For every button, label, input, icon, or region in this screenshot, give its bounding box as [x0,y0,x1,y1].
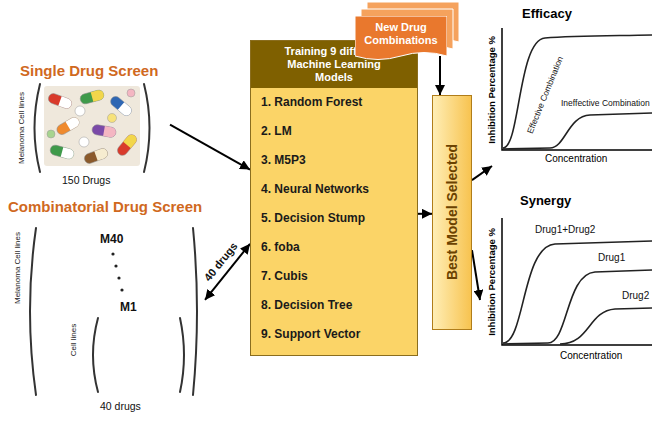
flow-arrow [439,56,441,95]
count-label: 150 Drugs [62,174,110,187]
chart-title: Synergy [520,193,571,209]
flow-arrow [472,250,480,300]
response-curve [503,270,652,344]
ellipsis-dot [111,252,114,255]
pill-photo [91,89,105,102]
panel-heading: Combinatorial Drug Screen [8,198,202,216]
list-item: 4. Neural Networks [251,175,417,204]
bracket [193,228,197,395]
document-shape [355,16,447,60]
list-item: 9. Support Vector [251,320,417,349]
axis-title: Concentration [560,350,622,362]
document-label: New Drug Combinations [355,16,447,47]
chart-axis [502,28,652,345]
pill-photo [123,133,138,149]
pill-photo [79,137,89,147]
list-item: 5. Decision Stump [251,204,417,233]
axis-title: Concentration [545,153,607,165]
pill-photo [115,133,138,158]
pill-photo [94,147,109,161]
axis-title: Inhibition Percentage % [486,228,497,336]
pill-photo [55,116,81,137]
axis-label: Melanoma Cell lines [13,232,23,304]
list-item: 8. Decision Tree [251,291,417,320]
pill-photo [103,126,117,138]
list-item: 6. foba [251,233,417,262]
list-item: 1. Random Forest [251,88,417,117]
row-label: M1 [120,300,137,314]
count-label: 40 drugs [100,400,141,413]
chart-panel: EfficacyInhibition Percentage % Concentra… [480,4,655,166]
curve-label: Ineffective Combination [561,98,650,108]
response-curve [560,308,652,344]
curve-label: Effective Combination [525,55,565,135]
list-item: 2. LM [251,117,417,146]
pill-photo [79,89,105,105]
ellipsis-dot [120,288,123,291]
pill-photo [79,89,105,105]
list-item: 3. M5P3 [251,146,417,175]
chart-axis [502,28,652,150]
pill-photo [127,89,135,97]
pill-photo [83,147,109,165]
bracket [144,84,150,172]
axis-title: Inhibition Percentage % [486,36,497,144]
chart-axis [502,218,652,345]
curve-label: Drug1+Drug2 [535,224,595,236]
pill-photo [47,130,55,138]
pill-photo [58,96,73,110]
pill-photo [49,144,75,160]
ellipsis-dot [114,264,117,267]
panel-heading: Single Drug Screen [20,62,158,80]
pill-photo [44,86,140,166]
pill-photo [44,86,140,166]
curve-label: Drug2 [622,290,649,302]
document-stack: New Drug Combinations [355,16,447,62]
pill-photo [47,92,73,110]
pill-photo [91,124,116,138]
bracket [93,318,98,392]
pill-photo [108,114,117,123]
flow-arrow [170,125,250,170]
screen-panel: Combinatorial Drug ScreenMelanoma Cell l… [5,196,205,418]
bracket [30,84,197,395]
bracket [180,318,184,392]
pill-photo [115,133,138,158]
pill-photo [49,144,75,160]
chart-panel: SynergyInhibition Percentage % Concentrat… [480,190,655,368]
response-curve [503,241,652,343]
response-curve [503,35,652,148]
pill-photo [118,102,134,117]
flow-arrow [472,166,492,180]
model-list-box: Training 9 different Machine Learning Mo… [250,40,418,356]
pill-photo [47,92,73,110]
pill-photo [75,106,85,116]
pill-photo [55,116,81,137]
selection-box: Best Model Selected [432,95,472,330]
pill-photo [66,116,81,131]
curve-label: Drug1 [598,252,625,264]
list-item: 7. Cubis [251,262,417,291]
box-label: Best Model Selected [443,144,460,280]
response-curve [503,35,652,344]
row-label: M40 [100,232,123,246]
ellipsis-dot [117,276,120,279]
ellipsis-dot [111,252,123,291]
axis-label: Cell lines [69,324,79,356]
pill-photo [91,124,116,138]
flow-arrow [418,213,432,215]
pill-photo [83,147,109,165]
pill-photo [61,147,75,160]
bracket [30,228,36,395]
screen-panel: Single Drug ScreenMelanoma Cell lines 150… [5,60,170,192]
bracket [35,84,41,172]
chart-title: Efficacy [522,6,572,22]
axis-label: Melanoma Cell lines [17,92,27,164]
